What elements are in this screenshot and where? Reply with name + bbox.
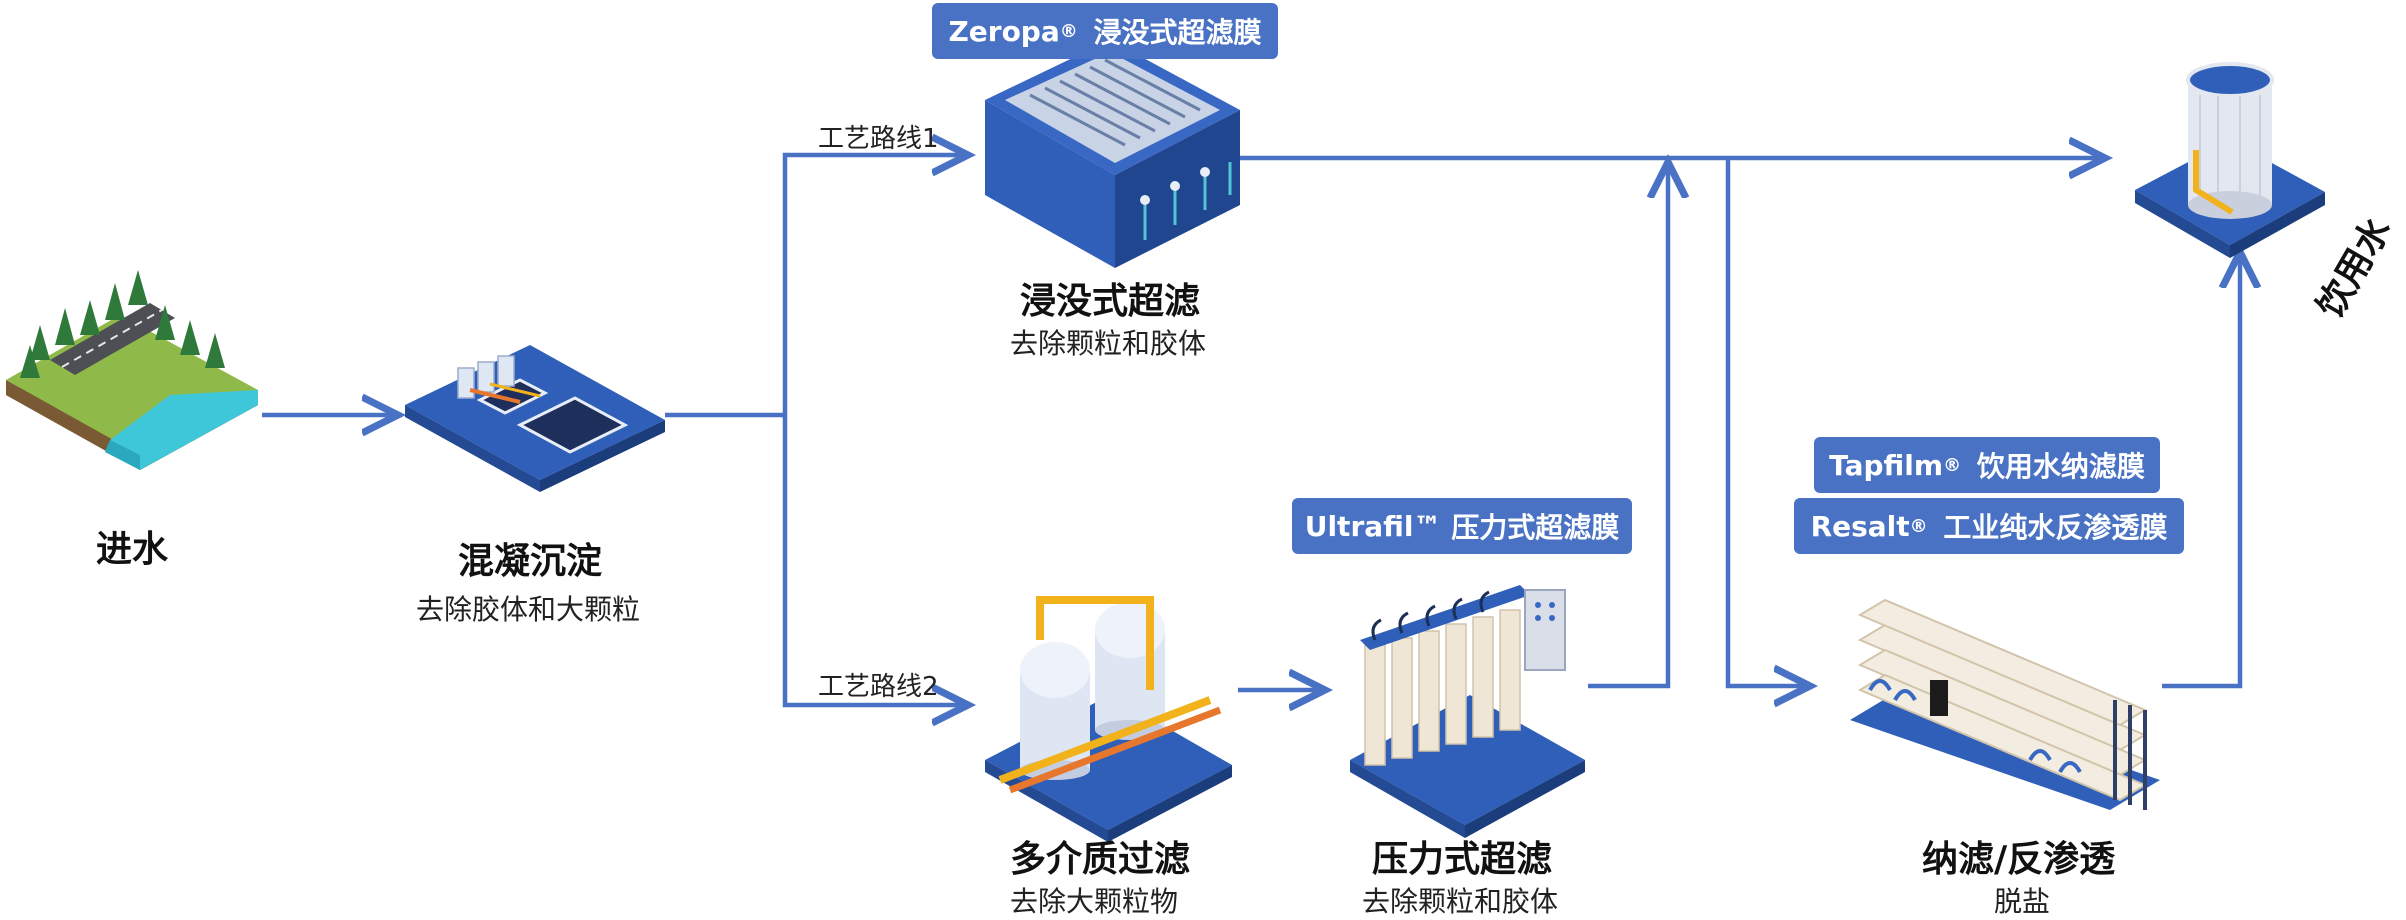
multimedia-filter-illustration bbox=[985, 596, 1232, 842]
nanofiltration-product-badge: Tapfilm® 饮用水纳滤膜 bbox=[1814, 437, 2160, 493]
multimedia-subtitle: 去除大颗粒物 bbox=[1010, 885, 1179, 918]
coagulation-title: 混凝沉淀 bbox=[458, 541, 603, 582]
nf-ro-skid-illustration bbox=[1850, 598, 2160, 810]
immersed-uf-tank-illustration bbox=[985, 40, 1240, 268]
multimedia-title: 多介质过滤 bbox=[1010, 839, 1191, 880]
badge-brand: Ultrafil bbox=[1304, 509, 1414, 543]
route2-label: 工艺路线2 bbox=[818, 672, 939, 702]
nf-ro-title: 纳滤/反渗透 bbox=[1922, 839, 2116, 880]
badge-text: 饮用水纳滤膜 bbox=[1976, 450, 2145, 483]
badge-text: 工业纯水反渗透膜 bbox=[1943, 511, 2168, 544]
badge-text: 压力式超滤膜 bbox=[1451, 511, 1620, 544]
arrow-pressure-up bbox=[1588, 162, 1668, 689]
immersed-uf-subtitle: 去除颗粒和胶体 bbox=[1010, 327, 1207, 360]
badge-brand: Resalt bbox=[1810, 509, 1910, 543]
route1-label: 工艺路线1 bbox=[818, 124, 939, 154]
pressure-uf-subtitle: 去除颗粒和胶体 bbox=[1362, 885, 1559, 918]
pressure-uf-title: 压力式超滤 bbox=[1372, 839, 1553, 880]
badge-brand: Tapfilm bbox=[1829, 448, 1944, 482]
pressure-uf-rack-illustration bbox=[1350, 585, 1585, 838]
arrow-route1 bbox=[782, 155, 968, 415]
immersed-uf-title: 浸没式超滤 bbox=[1020, 281, 1201, 322]
arrow-nf-ro-to-drinking bbox=[2162, 252, 2240, 689]
arrow-route2 bbox=[782, 415, 968, 705]
flow-arrows bbox=[262, 155, 2240, 705]
arrow-to-nf-ro bbox=[1725, 158, 1810, 686]
nf-ro-subtitle: 脱盐 bbox=[1994, 885, 2051, 918]
badge-mark: ® bbox=[1059, 20, 1078, 42]
badge-mark: ® bbox=[1909, 515, 1928, 537]
intake-title: 进水 bbox=[96, 529, 169, 570]
coagulation-basin-illustration bbox=[405, 345, 665, 492]
reverse-osmosis-product-badge: Resalt® 工业纯水反渗透膜 bbox=[1794, 498, 2184, 554]
drinking-water-tank-illustration bbox=[2135, 62, 2325, 258]
badge-mark: ™ bbox=[1413, 509, 1442, 543]
intake-landscape-illustration bbox=[6, 270, 258, 470]
immersed-uf-product-badge: Zeropa® 浸没式超滤膜 bbox=[932, 3, 1278, 59]
badge-brand: Zeropa bbox=[948, 14, 1060, 48]
badge-text: 浸没式超滤膜 bbox=[1093, 16, 1262, 49]
badge-mark: ® bbox=[1943, 454, 1962, 476]
coagulation-subtitle: 去除胶体和大颗粒 bbox=[416, 593, 641, 626]
